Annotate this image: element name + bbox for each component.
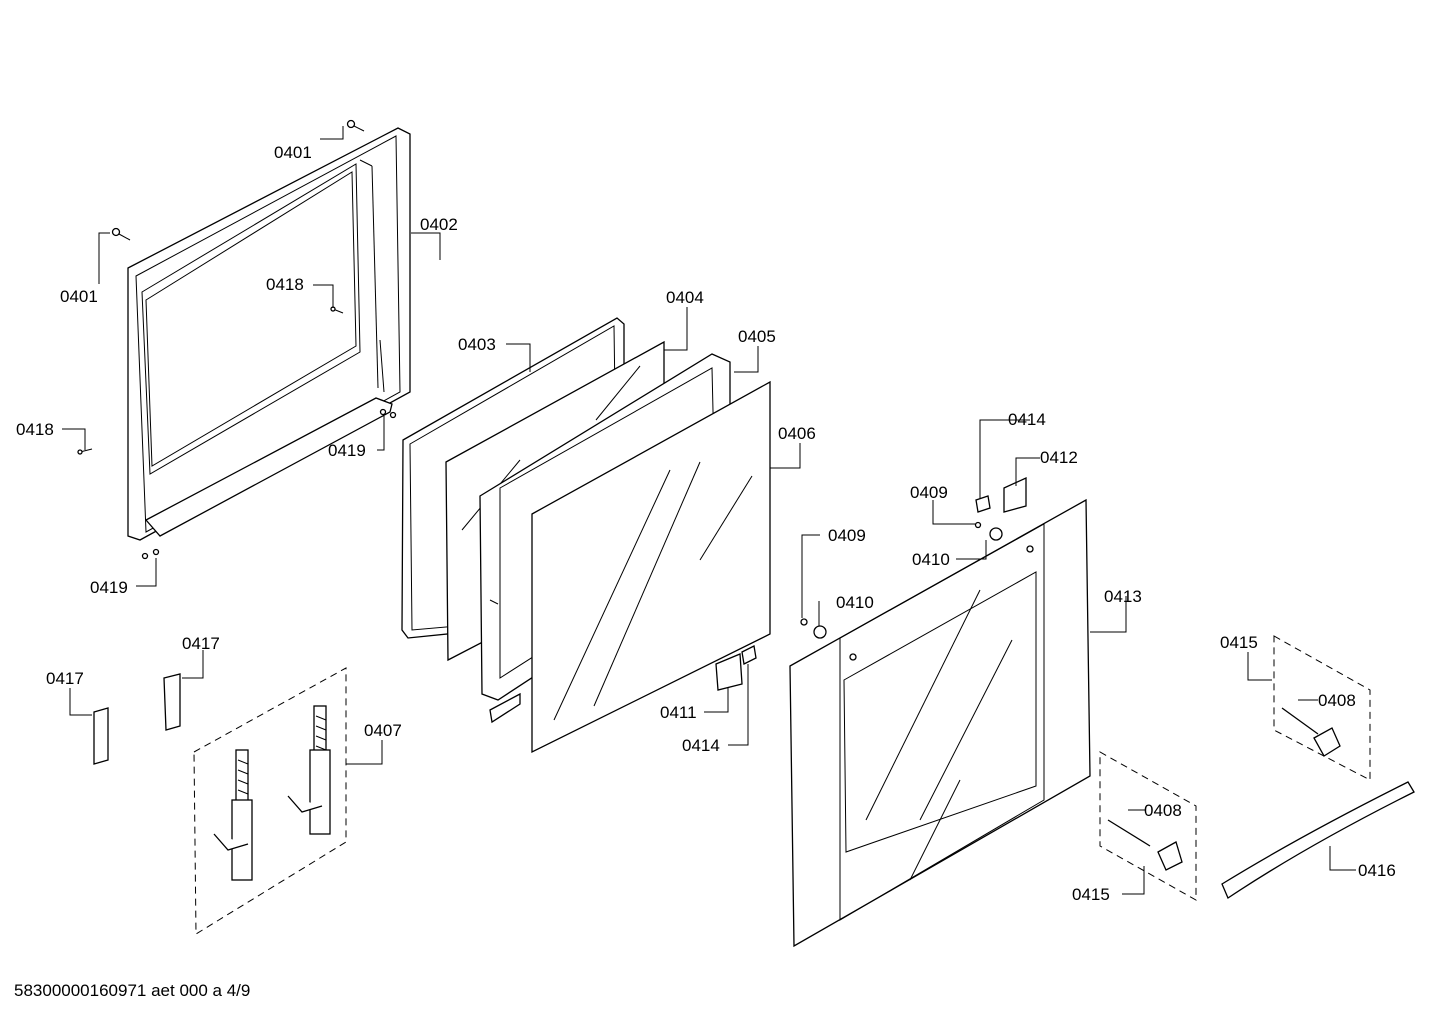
handle-mount-outline — [1273, 635, 1371, 781]
part-label-0409: 0409 — [828, 526, 866, 545]
part-label-0403: 0403 — [458, 335, 496, 354]
handle-mount-icon — [1107, 707, 1341, 871]
part-label-0410: 0410 — [836, 593, 874, 612]
hinge-guide-clip-icon — [93, 673, 181, 765]
part-label-0414: 0414 — [1008, 410, 1046, 429]
part-label-0416: 0416 — [1358, 861, 1396, 880]
part-label-0417: 0417 — [182, 634, 220, 653]
part-label-0419: 0419 — [90, 578, 128, 597]
front-door-panel-part — [789, 498, 1091, 948]
part-label-0402: 0402 — [420, 215, 458, 234]
handle-mount-outline — [1099, 751, 1197, 901]
part-label-0418: 0418 — [266, 275, 304, 294]
part-label-0414: 0414 — [682, 736, 720, 755]
part-label-0409: 0409 — [910, 483, 948, 502]
part-label-0413: 0413 — [1104, 587, 1142, 606]
part-label-0408: 0408 — [1318, 691, 1356, 710]
part-label-0405: 0405 — [738, 327, 776, 346]
part-label-0410: 0410 — [912, 550, 950, 569]
part-label-0406: 0406 — [778, 424, 816, 443]
door-fitting-icon — [715, 476, 1027, 691]
part-label-0412: 0412 — [1040, 448, 1078, 467]
part-label-0417: 0417 — [46, 669, 84, 688]
part-label-0415: 0415 — [1072, 885, 1110, 904]
part-label-0401: 0401 — [60, 287, 98, 306]
part-label-0404: 0404 — [666, 288, 704, 307]
part-label-0415: 0415 — [1220, 633, 1258, 652]
screw-icon — [77, 119, 397, 560]
leader-lines — [62, 126, 1356, 895]
part-label-0401: 0401 — [274, 143, 312, 162]
drawing-reference-code: 58300000160971 aet 000 a 4/9 — [14, 981, 251, 1000]
door-handle-part — [1221, 781, 1415, 899]
part-label-0407: 0407 — [364, 721, 402, 740]
outer-glass-part — [531, 380, 771, 754]
part-label-0419: 0419 — [328, 441, 366, 460]
part-label-0408: 0408 — [1144, 801, 1182, 820]
part-label-0418: 0418 — [16, 420, 54, 439]
part-label-0411: 0411 — [660, 703, 697, 722]
hinge-icon — [213, 705, 331, 881]
door-frame-part — [127, 127, 411, 541]
